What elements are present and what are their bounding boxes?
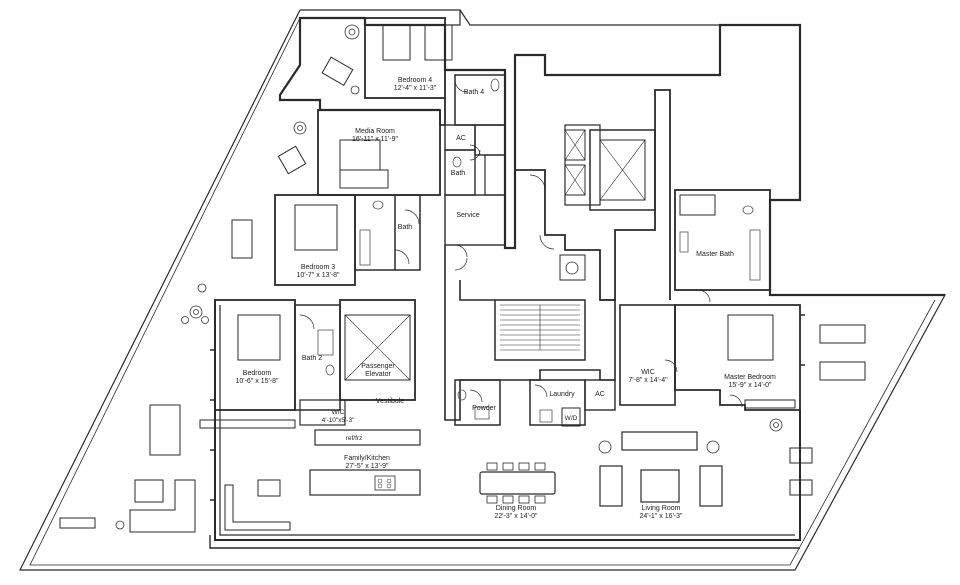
master-bedroom-walls	[674, 304, 801, 411]
core-walls	[515, 89, 671, 301]
room-label-ac1: AC	[456, 135, 466, 142]
stair	[494, 299, 586, 361]
terrace-boundary-right	[459, 9, 801, 201]
dining-table	[479, 471, 556, 495]
room-label-reffrz: ref/frz	[345, 435, 363, 442]
room-label-ac2: AC	[595, 391, 605, 398]
room-label-laundry: Laundry	[549, 391, 575, 398]
bed-master	[727, 314, 774, 361]
service-walls	[444, 194, 506, 246]
bath4-walls	[454, 74, 506, 126]
media-room-walls	[317, 109, 441, 196]
room-label-powder: Powder	[472, 405, 496, 412]
room-label-wd: W/D	[564, 415, 578, 422]
room-label-master-bath: Master Bath	[696, 251, 734, 258]
room-label-service: Service	[456, 212, 480, 219]
room-label-bath4: Bath 4	[463, 89, 485, 96]
bed-bedroom	[237, 314, 281, 361]
room-label-bath2: Bath 2	[301, 355, 323, 362]
room-label-vestibule: Vestibule	[375, 398, 405, 405]
bed-bedroom3	[294, 204, 338, 251]
room-label-bath-a: Bath	[450, 170, 466, 177]
master-bath-walls	[674, 189, 771, 291]
plant-icon	[344, 24, 360, 40]
powder-walls	[454, 379, 501, 426]
bed-bedroom4-b	[424, 24, 453, 61]
wic-master-walls	[619, 304, 676, 406]
bed-bedroom4-a	[382, 24, 411, 61]
bedroom-walls	[214, 299, 296, 411]
room-label-bath-b: Bath	[397, 224, 413, 231]
bedroom4-walls	[364, 17, 446, 99]
elevator-walls	[339, 299, 416, 401]
